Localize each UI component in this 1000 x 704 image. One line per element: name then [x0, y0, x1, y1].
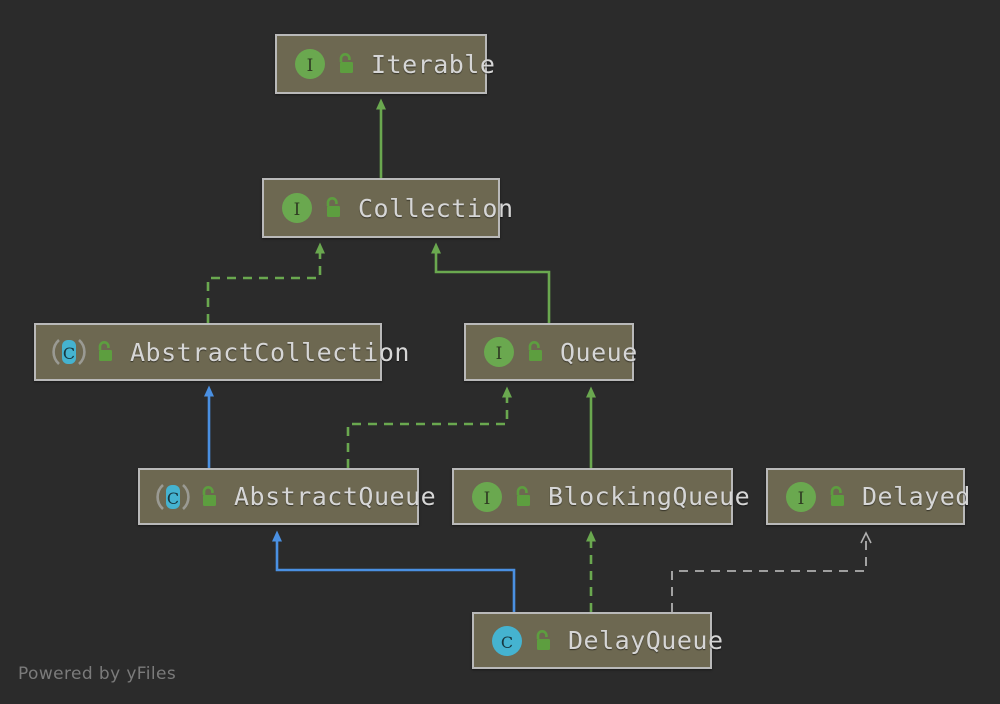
interface-circle-icon: I	[484, 337, 514, 367]
node-queue-label: Queue	[560, 337, 638, 367]
node-delayed-icons: I	[784, 480, 848, 514]
unlock-icon	[528, 341, 542, 361]
class-circle-icon: C	[492, 625, 522, 656]
svg-text:I: I	[798, 489, 805, 509]
node-blockingqueue-icons: I	[470, 480, 534, 514]
unlock-icon	[202, 485, 216, 506]
node-abstractcollection-label: AbstractCollection	[130, 337, 410, 367]
node-abstractqueue-label: AbstractQueue	[234, 482, 437, 511]
edge-delayqueue-to-delayed	[671, 531, 872, 612]
abstract-class-icon: C	[156, 483, 190, 510]
svg-text:C: C	[501, 633, 513, 652]
node-delayqueue[interactable]: C DelayQueue	[472, 612, 723, 669]
unlock-icon	[98, 341, 112, 361]
svg-text:C: C	[63, 344, 75, 363]
unlock-icon	[339, 53, 353, 73]
node-delayqueue-icons: C	[490, 624, 554, 658]
svg-text:I: I	[307, 56, 314, 76]
edge-abstractqueue-to-queue	[346, 386, 512, 468]
node-abstractcollection-icons: C	[52, 335, 116, 369]
node-iterable-icons: I	[293, 47, 357, 81]
node-delayqueue-label: DelayQueue	[568, 626, 724, 655]
node-delayed-label: Delayed	[862, 482, 971, 511]
node-abstractqueue[interactable]: C AbstractQueue	[138, 468, 436, 525]
node-abstractcollection[interactable]: C AbstractCollection	[34, 323, 409, 381]
node-iterable[interactable]: I Iterable	[275, 34, 495, 94]
svg-text:I: I	[294, 200, 301, 220]
unlock-icon	[830, 485, 844, 506]
node-iterable-label: Iterable	[371, 49, 496, 79]
node-blockingqueue-label: BlockingQueue	[548, 482, 751, 511]
node-queue[interactable]: I Queue	[464, 323, 637, 381]
svg-text:I: I	[484, 489, 491, 509]
unlock-icon	[536, 629, 550, 650]
node-collection[interactable]: I Collection	[262, 178, 513, 238]
edge-delayqueue-to-abstractqueue	[272, 530, 516, 612]
node-collection-label: Collection	[358, 193, 514, 223]
yfiles-watermark: Powered by yFiles	[18, 664, 177, 684]
unlock-icon	[516, 485, 530, 506]
edge-queue-to-collection	[431, 242, 551, 323]
unlock-icon	[326, 197, 340, 217]
edge-abstractcollection-to-collection	[206, 242, 325, 323]
interface-circle-icon: I	[282, 193, 312, 223]
node-queue-icons: I	[482, 335, 546, 369]
svg-text:I: I	[496, 344, 503, 364]
node-delayed[interactable]: I Delayed	[766, 468, 970, 525]
interface-circle-icon: I	[472, 481, 502, 512]
abstract-class-icon: C	[52, 339, 86, 365]
interface-circle-icon: I	[786, 481, 816, 512]
node-blockingqueue[interactable]: I BlockingQueue	[452, 468, 750, 525]
node-collection-icons: I	[280, 191, 344, 225]
node-abstractqueue-icons: C	[156, 480, 220, 514]
svg-text:C: C	[167, 489, 179, 508]
interface-circle-icon: I	[295, 49, 325, 79]
